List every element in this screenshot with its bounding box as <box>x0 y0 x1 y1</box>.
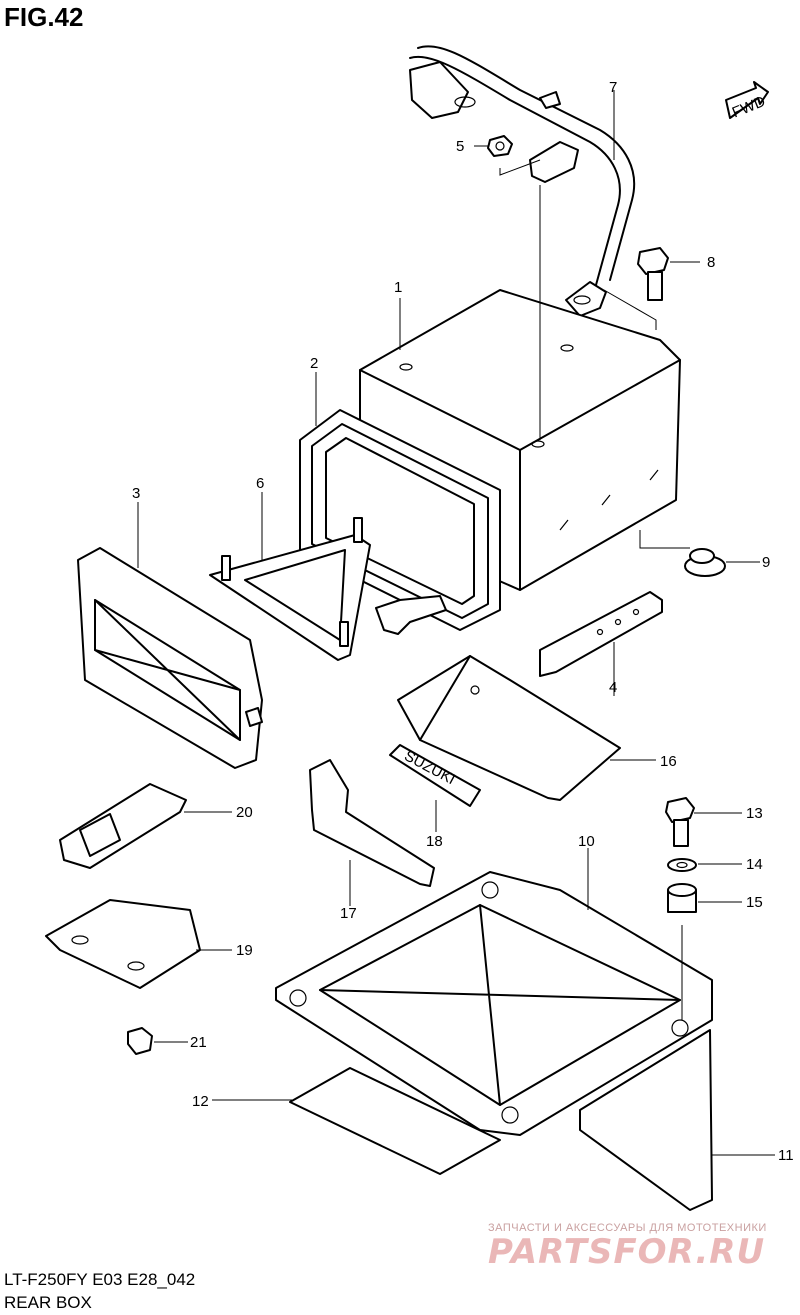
callout-8: 8 <box>707 254 715 271</box>
part-10-carrier-plate <box>275 871 713 1136</box>
part-20-buckle <box>59 783 187 869</box>
callout-3: 3 <box>132 485 140 502</box>
callout-labels: 1 2 3 4 5 6 7 8 9 10 11 12 13 14 15 16 1… <box>132 79 794 1164</box>
callout-1: 1 <box>394 279 402 296</box>
callout-20: 20 <box>236 804 253 821</box>
model-code: LT-F250FY E03 E28_042 <box>4 1270 196 1289</box>
callout-2: 2 <box>310 355 318 372</box>
callout-5: 5 <box>456 138 464 155</box>
callout-4: 4 <box>609 679 617 696</box>
part-3-lid <box>77 547 263 769</box>
dashed-guides <box>499 159 690 1020</box>
lid-latch-knob <box>375 595 447 635</box>
callout-7: 7 <box>609 79 617 96</box>
part-15-cushion <box>667 883 697 913</box>
part-17-spanner <box>309 759 435 887</box>
callout-16: 16 <box>660 753 677 770</box>
part-14-washer <box>667 858 697 872</box>
part-21-nut <box>127 1027 153 1055</box>
part-19-bracket <box>45 899 201 989</box>
part-16-tool-bag <box>397 655 621 801</box>
callout-18: 18 <box>426 833 443 850</box>
part-12-pad <box>289 1067 501 1175</box>
callout-21: 21 <box>190 1034 207 1051</box>
part-8-bolt <box>637 247 669 301</box>
callout-19: 19 <box>236 942 253 959</box>
part-9-grommet <box>684 548 726 577</box>
callout-leaders <box>137 90 775 1156</box>
watermark-brand: PARTSFOR.RU <box>488 1232 766 1272</box>
part-11-side-plate <box>579 1029 713 1211</box>
fwd-arrow-icon: FWD <box>725 81 769 121</box>
part-13-bolt <box>665 797 695 847</box>
callout-14: 14 <box>746 856 763 873</box>
figure-title: FIG.42 <box>4 2 84 32</box>
callout-12: 12 <box>192 1093 209 1110</box>
callout-17: 17 <box>340 905 357 922</box>
part-6-lid-frame <box>209 517 371 661</box>
part-7-handle-bar <box>409 45 636 317</box>
part-4-strap <box>539 591 663 677</box>
callout-10: 10 <box>578 833 595 850</box>
figure-name: REAR BOX <box>4 1293 92 1312</box>
callout-15: 15 <box>746 894 763 911</box>
watermark-tagline: ЗАПЧАСТИ И АКСЕССУАРЫ ДЛЯ МОТОТЕХНИКИ <box>488 1222 767 1234</box>
callout-13: 13 <box>746 805 763 822</box>
callout-6: 6 <box>256 475 264 492</box>
part-5-nut <box>487 135 513 157</box>
callout-9: 9 <box>762 554 770 571</box>
callout-11: 11 <box>778 1147 794 1164</box>
